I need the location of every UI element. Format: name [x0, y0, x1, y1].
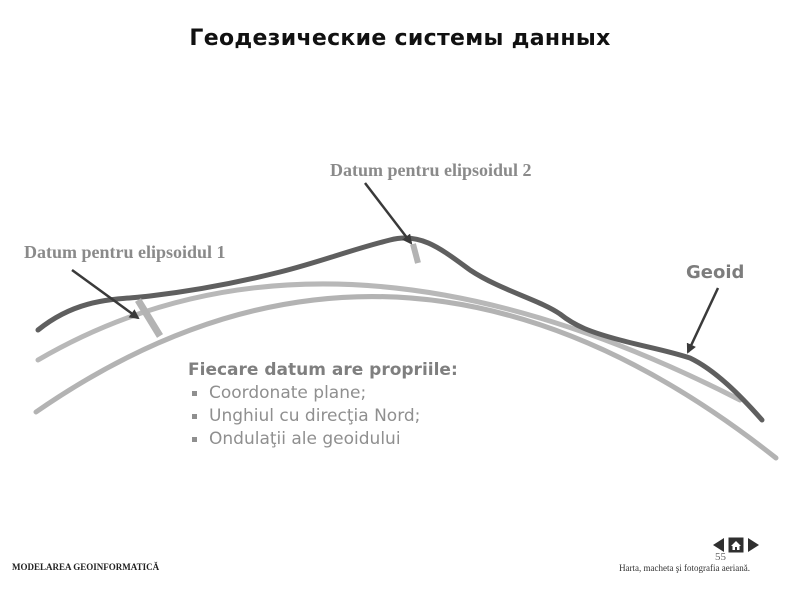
next-arrow-icon[interactable]: [747, 537, 760, 553]
list-item-text: Ondulaţii ale geoidului: [209, 429, 401, 449]
footer-course-title: MODELAREA GEOINFORMATICĂ: [12, 562, 160, 572]
list-item: Ondulaţii ale geoidului: [188, 428, 458, 451]
arrow-datum-1: [71, 268, 140, 320]
list-item: Unghiul cu direcţia Nord;: [188, 405, 458, 428]
list-item-text: Coordonate plane;: [209, 383, 367, 403]
slide-title: Геодезические системы данных: [189, 26, 611, 51]
label-geoid: Geoid: [686, 262, 744, 283]
list-item: Coordonate plane;: [188, 382, 458, 405]
bullet-icon: [192, 391, 197, 396]
slide-navigation: [712, 537, 760, 553]
label-datum-1: Datum pentru elipsoidul 1: [24, 242, 226, 262]
datum-properties-list: Coordonate plane; Unghiul cu direcţia No…: [188, 382, 458, 451]
datum-properties-box: Fiecare datum are propriile: Coordonate …: [188, 360, 458, 451]
list-item-text: Unghiul cu direcţia Nord;: [209, 406, 421, 426]
prev-arrow-icon[interactable]: [712, 537, 725, 553]
page-number: 55: [715, 551, 726, 563]
arrow-datum-2: [364, 182, 413, 245]
datum-2-connector: [410, 243, 421, 264]
ellipsoid-1-curve: [33, 294, 779, 461]
home-icon[interactable]: [728, 537, 744, 553]
label-datum-2: Datum pentru elipsoidul 2: [330, 160, 532, 180]
footer-chapter-title: Harta, macheta şi fotografia aeriană.: [619, 563, 750, 573]
datum-1-connector: [135, 298, 163, 338]
ellipsoid-2-curve: [35, 281, 743, 403]
bullet-icon: [192, 437, 197, 442]
bullet-icon: [192, 414, 197, 419]
geoid-curve: [35, 235, 765, 423]
datum-properties-heading: Fiecare datum are propriile:: [188, 360, 458, 380]
arrow-geoid: [686, 287, 720, 354]
